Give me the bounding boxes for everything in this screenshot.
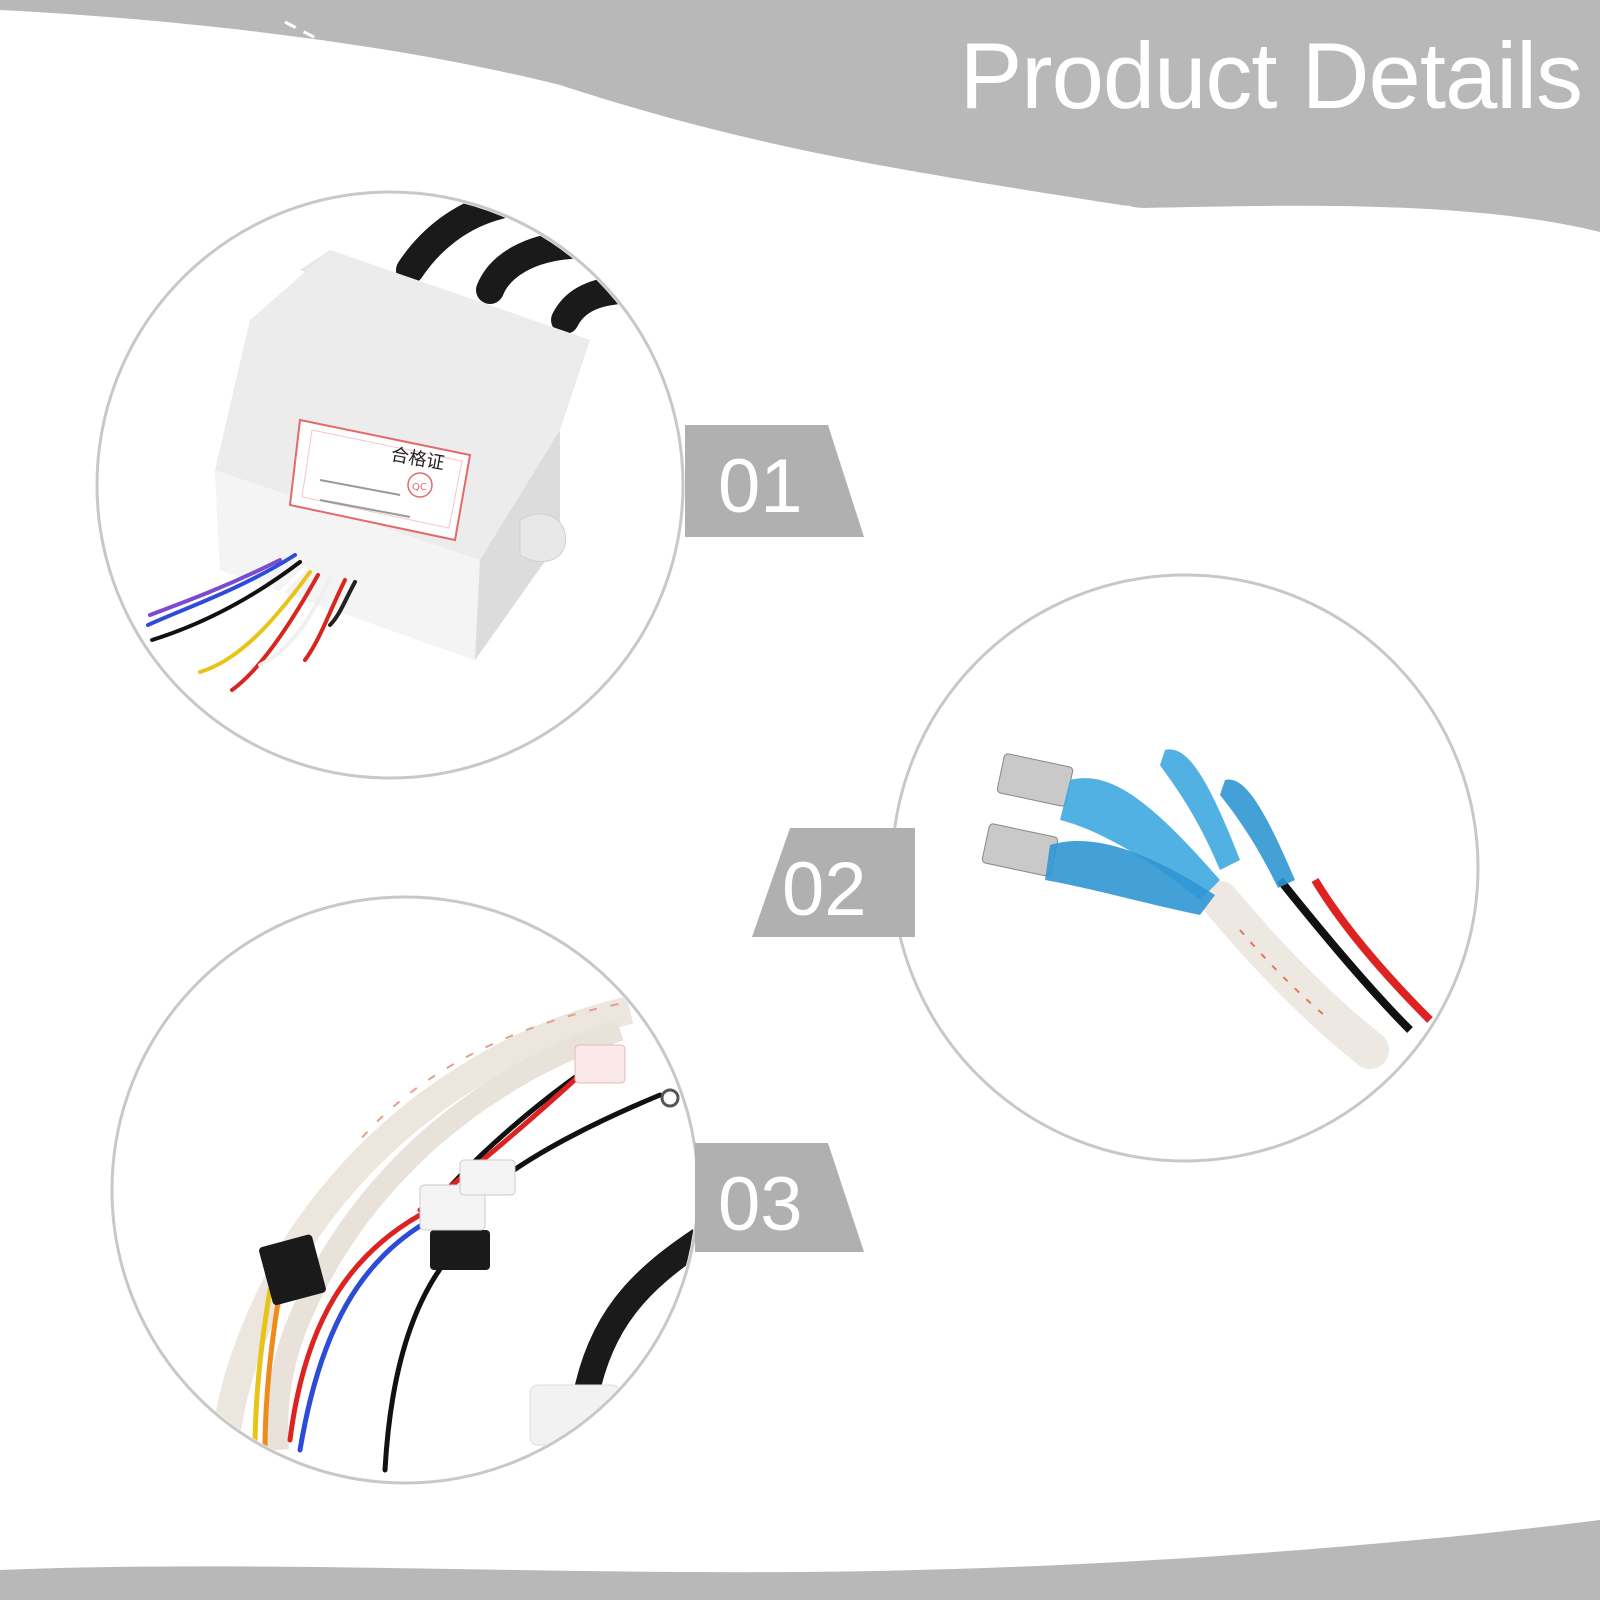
- page-title: Product Details: [959, 23, 1583, 128]
- number-text-01: 01: [718, 444, 803, 529]
- qc-stamp: QC: [412, 482, 427, 493]
- photo-wire-harness: [211, 996, 696, 1473]
- number-label-03: 03: [695, 1143, 864, 1252]
- top-wave-band: [0, 0, 1600, 232]
- photo-spade-terminals: [981, 749, 1433, 1069]
- number-label-02: 02: [752, 828, 915, 937]
- top-dashed-line: [284, 20, 1141, 210]
- number-text-03: 03: [718, 1162, 803, 1247]
- number-label-01: 01: [685, 425, 864, 537]
- number-text-02: 02: [782, 847, 867, 932]
- bottom-wave-band: [0, 1520, 1600, 1600]
- certificate-label: 合格证 QC: [288, 418, 472, 542]
